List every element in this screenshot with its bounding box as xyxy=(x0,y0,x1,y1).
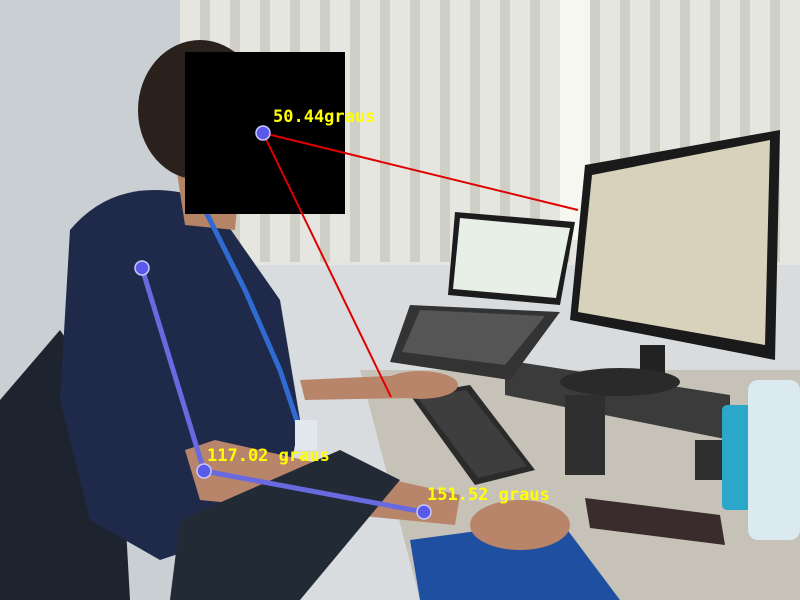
elbow-angle-label: 117.02 graus xyxy=(207,446,330,466)
mouse-pad xyxy=(410,520,620,600)
monitor xyxy=(560,130,780,396)
person xyxy=(60,40,570,600)
sight-angle-lines xyxy=(262,132,579,398)
joint-markers xyxy=(134,125,432,520)
elbow-joint-marker xyxy=(196,463,212,479)
phone xyxy=(585,498,725,545)
head-joint-marker xyxy=(255,125,271,141)
wrist-joint-marker xyxy=(416,504,432,520)
keyboard xyxy=(410,385,535,485)
laptop xyxy=(390,212,575,380)
bottle xyxy=(748,380,800,540)
shoulder-joint-marker xyxy=(134,260,150,276)
head-angle-label: 50.44graus xyxy=(273,107,376,127)
arm-angle-lines xyxy=(139,265,427,515)
wrist-angle-label: 151.52 graus xyxy=(427,485,550,505)
